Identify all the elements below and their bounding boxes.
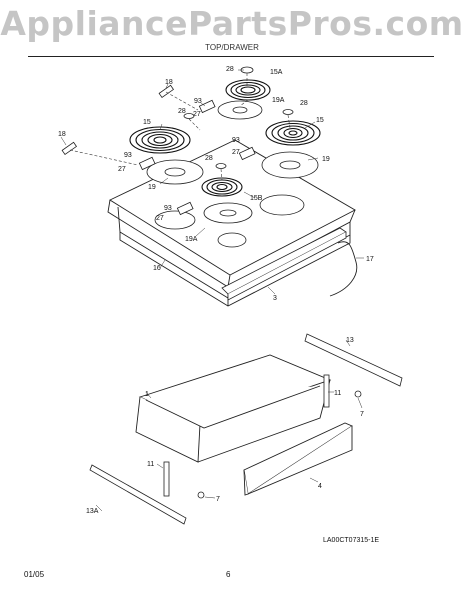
assembly-guide-lines bbox=[69, 73, 291, 181]
footer-date: 01/05 bbox=[24, 570, 45, 579]
callout-27: 27 bbox=[193, 111, 201, 118]
element-caps bbox=[183, 66, 294, 169]
page-title: TOP/DRAWER bbox=[205, 43, 259, 52]
callout-28: 28 bbox=[205, 155, 213, 162]
callout-18: 18 bbox=[58, 131, 66, 138]
callout-1: 1 bbox=[145, 391, 149, 398]
header-divider bbox=[28, 56, 434, 57]
drawer-front-panel bbox=[243, 422, 353, 496]
callout-19A: 19A bbox=[272, 97, 285, 104]
callout-27: 27 bbox=[118, 166, 126, 173]
front-trim-panel bbox=[221, 227, 347, 301]
figure-code: LA00CT07315-1E bbox=[323, 537, 380, 544]
callout-3: 3 bbox=[273, 295, 277, 302]
callout-7: 7 bbox=[360, 411, 364, 418]
callout-leaders bbox=[60, 69, 364, 512]
callout-93: 93 bbox=[164, 205, 172, 212]
callout-13A: 13A bbox=[86, 508, 99, 515]
callout-28: 28 bbox=[178, 108, 186, 115]
receptacle-blocks bbox=[138, 99, 256, 216]
page-number: 6 bbox=[226, 570, 231, 579]
callout-19: 19 bbox=[148, 184, 156, 191]
callout-15: 15 bbox=[316, 117, 324, 124]
burner-drip-pans bbox=[146, 100, 319, 248]
callout-13: 13 bbox=[346, 337, 354, 344]
callout-28: 28 bbox=[300, 100, 308, 107]
callout-4: 4 bbox=[318, 483, 322, 490]
callout-17: 17 bbox=[366, 256, 374, 263]
callout-11: 11 bbox=[147, 461, 154, 468]
callout-93: 93 bbox=[194, 98, 202, 105]
callout-15A: 15A bbox=[270, 69, 283, 76]
drawer-rollers bbox=[197, 390, 362, 499]
callout-19A: 19A bbox=[185, 236, 198, 243]
callout-11: 11 bbox=[334, 390, 341, 397]
callout-15: 15 bbox=[143, 119, 151, 126]
drawer-rails bbox=[89, 333, 403, 525]
callout-16: 16 bbox=[153, 265, 161, 272]
callout-19: 19 bbox=[322, 156, 330, 163]
callout-27: 27 bbox=[232, 149, 240, 156]
callout-93: 93 bbox=[232, 137, 240, 144]
drawer-assembly bbox=[135, 354, 332, 463]
callout-18: 18 bbox=[165, 79, 173, 86]
callout-28: 28 bbox=[226, 66, 234, 73]
callout-27: 27 bbox=[156, 215, 164, 222]
callout-93: 93 bbox=[124, 152, 132, 159]
element-brackets bbox=[61, 84, 175, 156]
wire-harness bbox=[329, 241, 358, 297]
callout-15B: 15B bbox=[250, 195, 263, 202]
callout-7: 7 bbox=[216, 496, 220, 503]
